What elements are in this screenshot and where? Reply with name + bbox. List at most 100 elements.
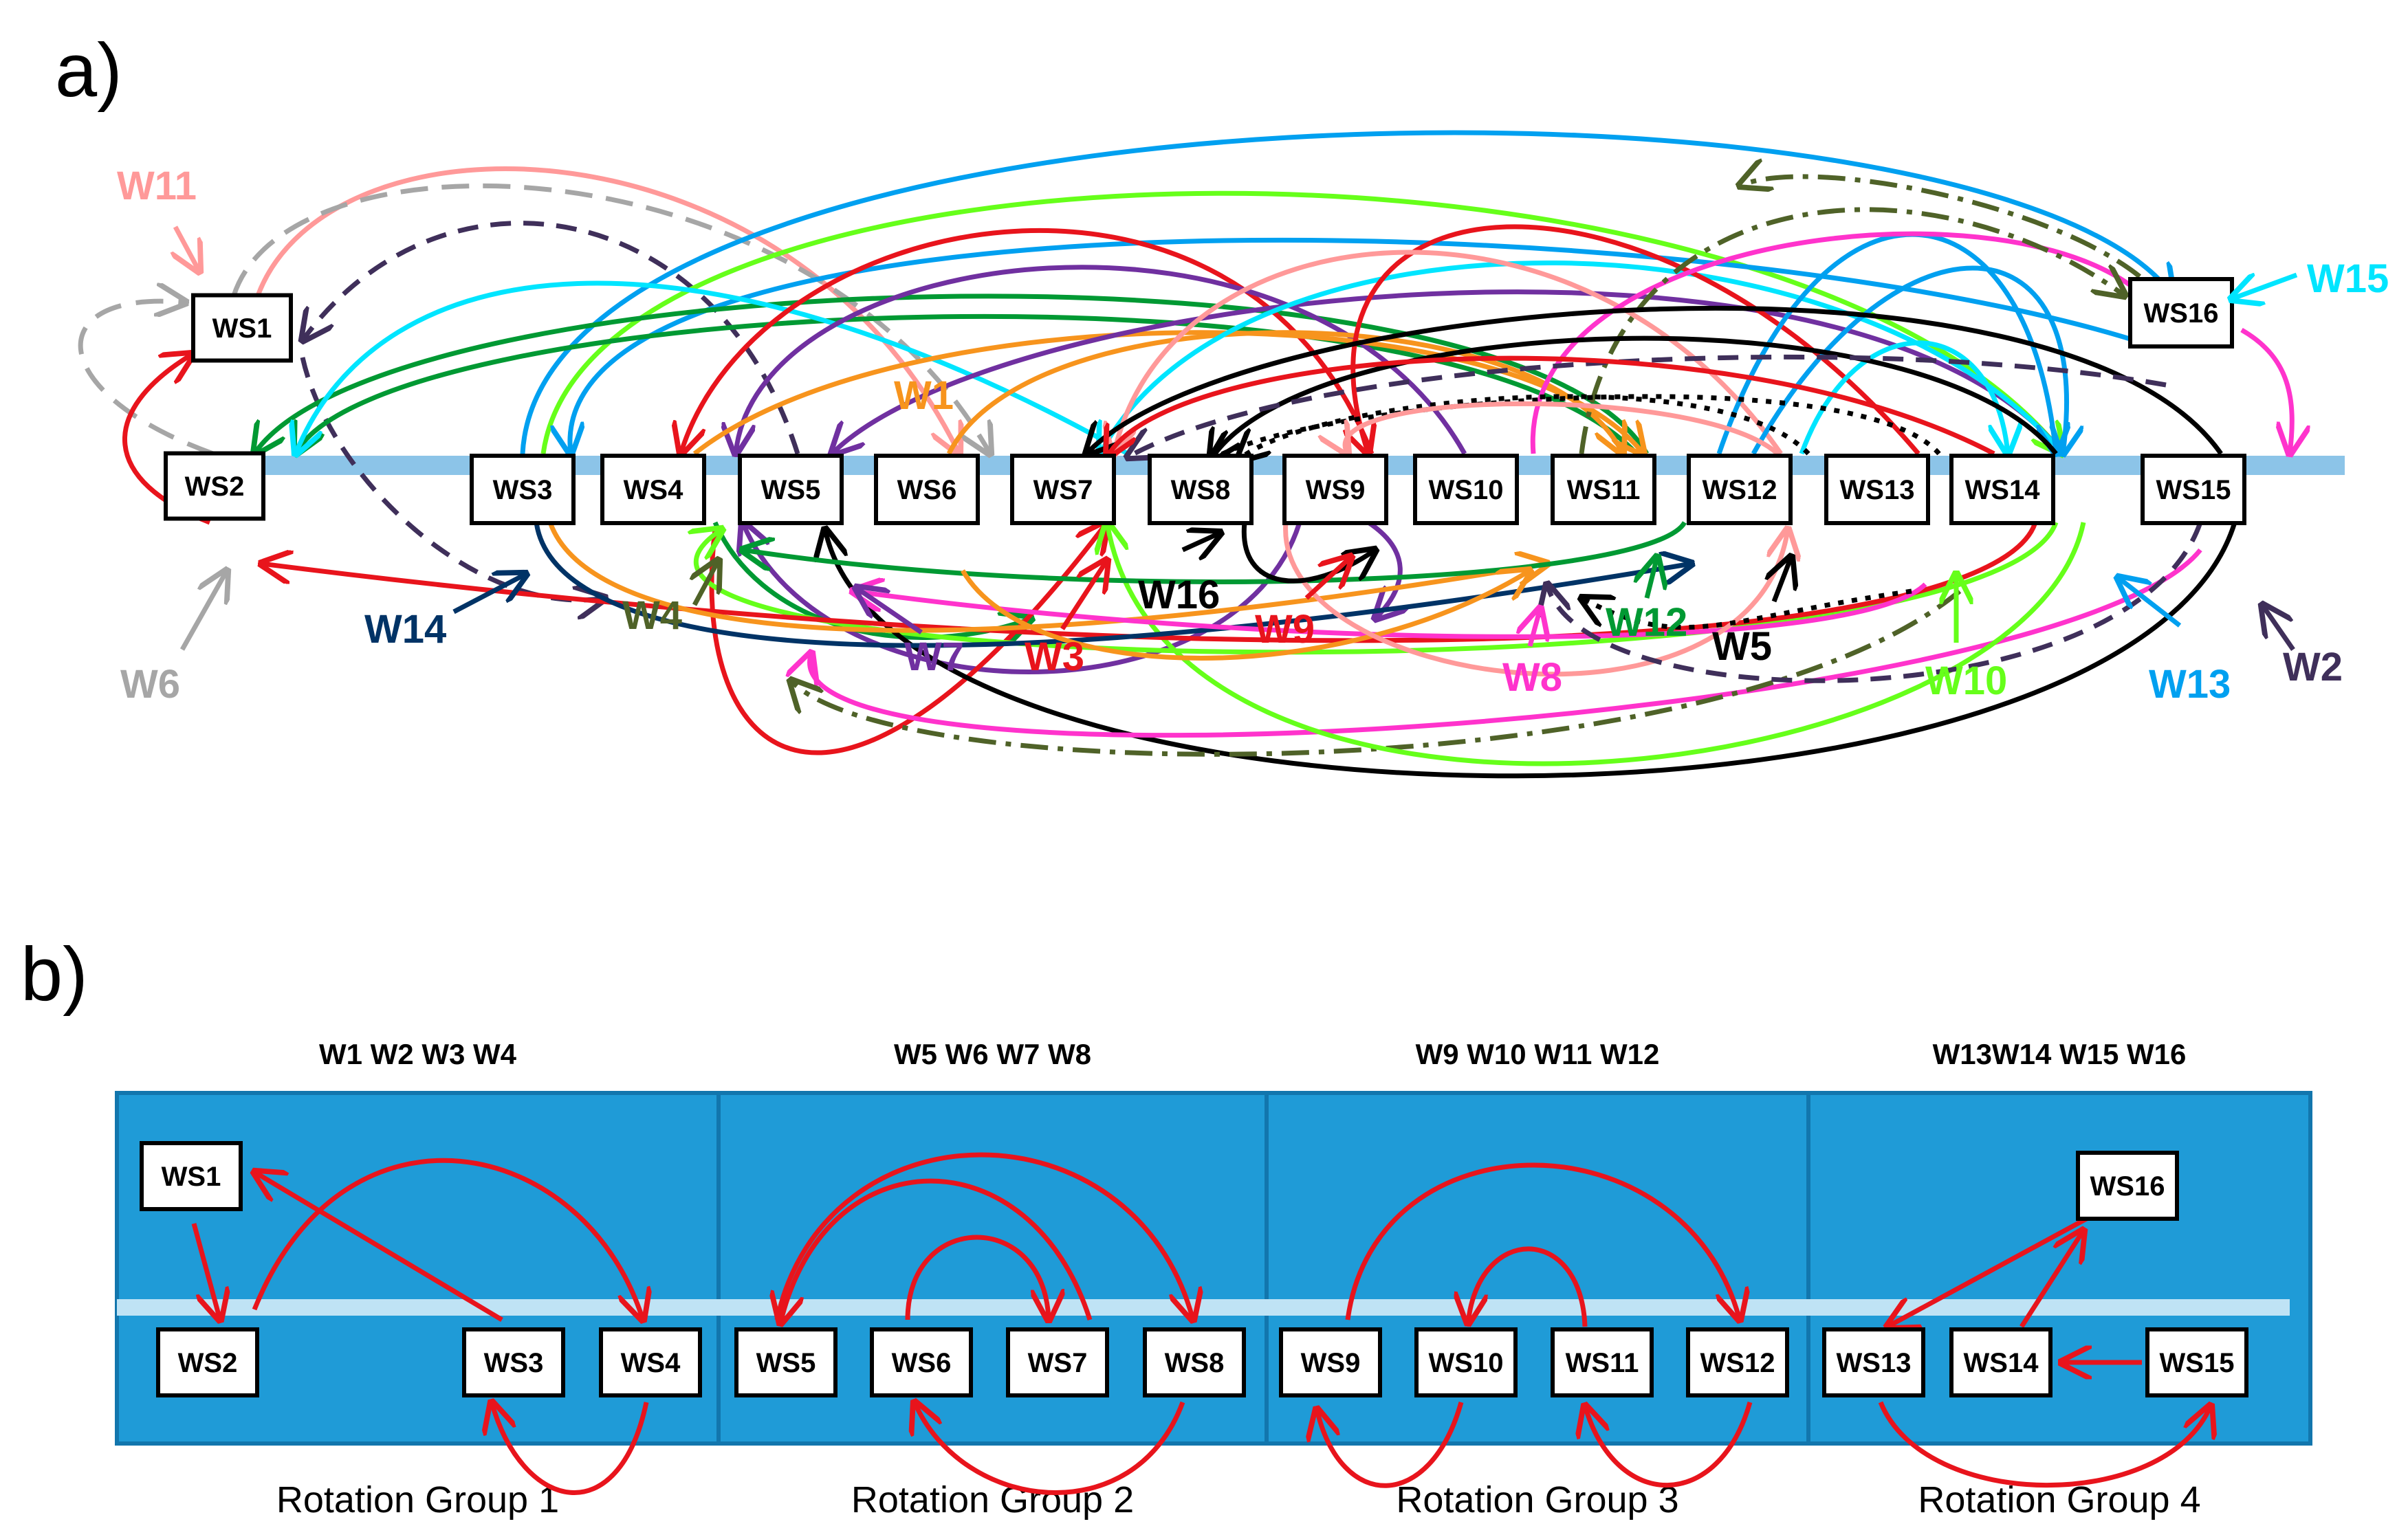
rotation-group-2: W5 W6 W7 W8 Rotation Group 2 xyxy=(716,1038,1269,1521)
station-label: WS4 xyxy=(624,475,683,505)
station-b-ws10: WS10 xyxy=(1414,1327,1518,1397)
station-ws5: WS5 xyxy=(738,454,844,525)
route-w11-19 xyxy=(1114,250,1783,454)
route-w7-35 xyxy=(743,522,1302,674)
route-w16-39 xyxy=(825,521,2237,779)
route-w15-11 xyxy=(296,280,1129,454)
station-b-ws7: WS7 xyxy=(1006,1327,1109,1397)
group-workers: W5 W6 W7 W8 xyxy=(894,1038,1091,1070)
station-label: WS4 xyxy=(621,1348,681,1378)
route-w4-41 xyxy=(791,589,1962,757)
worker-routes xyxy=(78,130,2292,779)
route-w3-32 xyxy=(1107,355,1995,457)
route-w16-52 xyxy=(1241,522,1375,584)
station-label: WS12 xyxy=(1700,1348,1775,1378)
worker-label-w4: W4 xyxy=(622,593,682,638)
station-label: WS13 xyxy=(1840,475,1915,505)
station-b-ws15: WS15 xyxy=(2145,1327,2248,1397)
station-label: WS15 xyxy=(2160,1348,2235,1378)
rotation-groups: W1 W2 W3 W4 Rotation Group 1 W5 W6 W7 W8 Ro… xyxy=(115,1038,2312,1521)
rotation-route-9 xyxy=(1468,1246,1588,1327)
station-ws10: WS10 xyxy=(1413,454,1519,525)
station-b-ws13: WS13 xyxy=(1822,1327,1925,1397)
station-ws12: WS12 xyxy=(1687,454,1793,525)
station-label: WS11 xyxy=(1566,1348,1639,1378)
station-label: WS2 xyxy=(178,1348,238,1378)
rotation-route-2 xyxy=(254,1172,503,1323)
station-ws4: WS4 xyxy=(600,454,706,525)
worker-label-w3: W3 xyxy=(1025,634,1084,679)
station-ws15: WS15 xyxy=(2141,454,2246,525)
rotation-route-8 xyxy=(1345,1162,1740,1320)
station-label: WS6 xyxy=(892,1348,952,1378)
rotation-route-7 xyxy=(915,1402,1185,1495)
route-w8-40 xyxy=(810,548,2202,738)
route-w2-31 xyxy=(1128,354,2167,457)
station-b-ws1: WS1 xyxy=(140,1141,243,1211)
station-b-ws14: WS14 xyxy=(1949,1327,2053,1397)
route-w16-28 xyxy=(1210,335,2058,461)
worker-label-w1: W1 xyxy=(894,373,954,418)
route-w11-0 xyxy=(255,166,959,454)
worker-label-w9: W9 xyxy=(1255,607,1315,652)
route-w5-30 xyxy=(1238,394,1810,461)
group-workers: W13W14 W15 W16 xyxy=(1933,1038,2187,1070)
station-b-ws6: WS6 xyxy=(870,1327,973,1397)
station-label: WS8 xyxy=(1165,1348,1225,1378)
station-b-ws2: WS2 xyxy=(156,1327,259,1397)
station-b-ws5: WS5 xyxy=(734,1327,838,1397)
station-label: WS14 xyxy=(1964,1348,2039,1378)
rotation-routes xyxy=(191,1152,2211,1495)
route-w14-45 xyxy=(534,522,1692,648)
station-b-ws9: WS9 xyxy=(1279,1327,1382,1397)
station-label: WS5 xyxy=(756,1348,816,1378)
station-b-ws12: WS12 xyxy=(1686,1327,1789,1397)
station-b-ws11: WS11 xyxy=(1551,1327,1654,1397)
route-w6-3 xyxy=(78,301,215,456)
station-ws7: WS7 xyxy=(1010,454,1116,525)
station-label: WS10 xyxy=(1429,475,1504,505)
rotation-route-11 xyxy=(1317,1402,1464,1488)
group-name: Rotation Group 2 xyxy=(851,1479,1134,1521)
station-ws6: WS6 xyxy=(874,454,980,525)
route-w4-26 xyxy=(1740,177,2176,318)
station-label: WS9 xyxy=(1306,475,1366,505)
group-workers: W9 W10 W11 W12 xyxy=(1416,1038,1660,1070)
route-w13-21 xyxy=(1751,265,2067,454)
station-label: WS5 xyxy=(761,475,821,505)
station-label: WS1 xyxy=(162,1162,221,1192)
station-label: WS11 xyxy=(1567,475,1641,505)
worker-label-w10: W10 xyxy=(1925,659,2007,703)
station-label: WS10 xyxy=(1429,1348,1504,1378)
station-label: WS7 xyxy=(1033,475,1093,505)
group-workers: W1 W2 W3 W4 xyxy=(319,1038,517,1070)
rotation-route-1 xyxy=(252,1158,643,1320)
route-w1-48 xyxy=(960,571,1530,661)
route-w6-1 xyxy=(231,183,990,454)
station-label: WS8 xyxy=(1171,475,1231,505)
worker-label-w16: W16 xyxy=(1138,573,1220,617)
station-label: WS12 xyxy=(1703,475,1777,505)
station-b-ws16: WS16 xyxy=(2076,1151,2179,1221)
panel-b-label: b) xyxy=(21,932,88,1017)
station-ws11: WS11 xyxy=(1551,454,1656,525)
station-ws2: WS2 xyxy=(164,451,265,521)
worker-label-w11: W11 xyxy=(117,164,197,208)
route-w2-51 xyxy=(1547,521,2203,683)
group-name: Rotation Group 3 xyxy=(1396,1479,1678,1521)
station-ws8: WS8 xyxy=(1148,454,1254,525)
worker-label-w12: W12 xyxy=(1606,600,1687,645)
route-w11-33 xyxy=(1345,401,1791,469)
station-ws14: WS14 xyxy=(1949,454,2055,525)
station-label: WS3 xyxy=(484,1348,544,1378)
worker-label-w8: W8 xyxy=(1502,655,1562,700)
station-ws3: WS3 xyxy=(470,454,576,525)
route-w1-15 xyxy=(692,330,1643,454)
station-b-ws3: WS3 xyxy=(462,1327,565,1397)
rotation-route-15 xyxy=(1878,1402,2211,1488)
worker-label-w13: W13 xyxy=(2149,662,2231,707)
group-name: Rotation Group 1 xyxy=(276,1479,559,1521)
